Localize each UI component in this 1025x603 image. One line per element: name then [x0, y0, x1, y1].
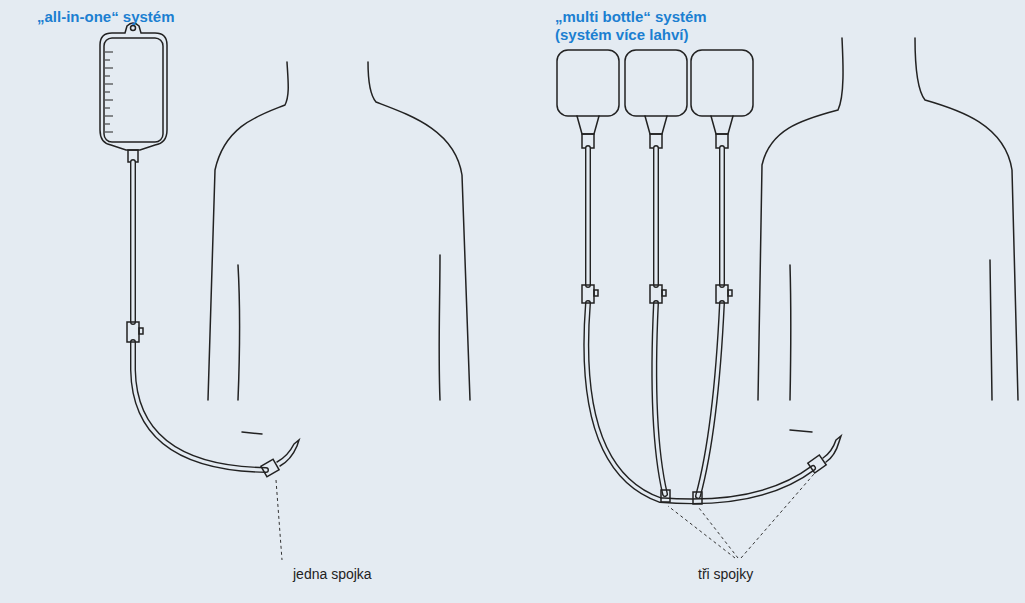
- callout-label: jedna spojka: [293, 566, 372, 583]
- leader-line: [668, 474, 814, 558]
- callout-label: tři spojky: [698, 566, 753, 583]
- infusion-line: [127, 162, 299, 477]
- patient-torso: [208, 62, 470, 434]
- infusion-bottles: [557, 50, 753, 148]
- heading: „multi bottle“ systém (systém více lahví…: [555, 8, 741, 44]
- infusion-bag: [100, 23, 167, 162]
- heading: „all-in-one“ systém: [37, 8, 175, 26]
- patient-torso: [758, 38, 1018, 432]
- infusion-lines: [582, 148, 841, 504]
- leader-line: [276, 480, 282, 560]
